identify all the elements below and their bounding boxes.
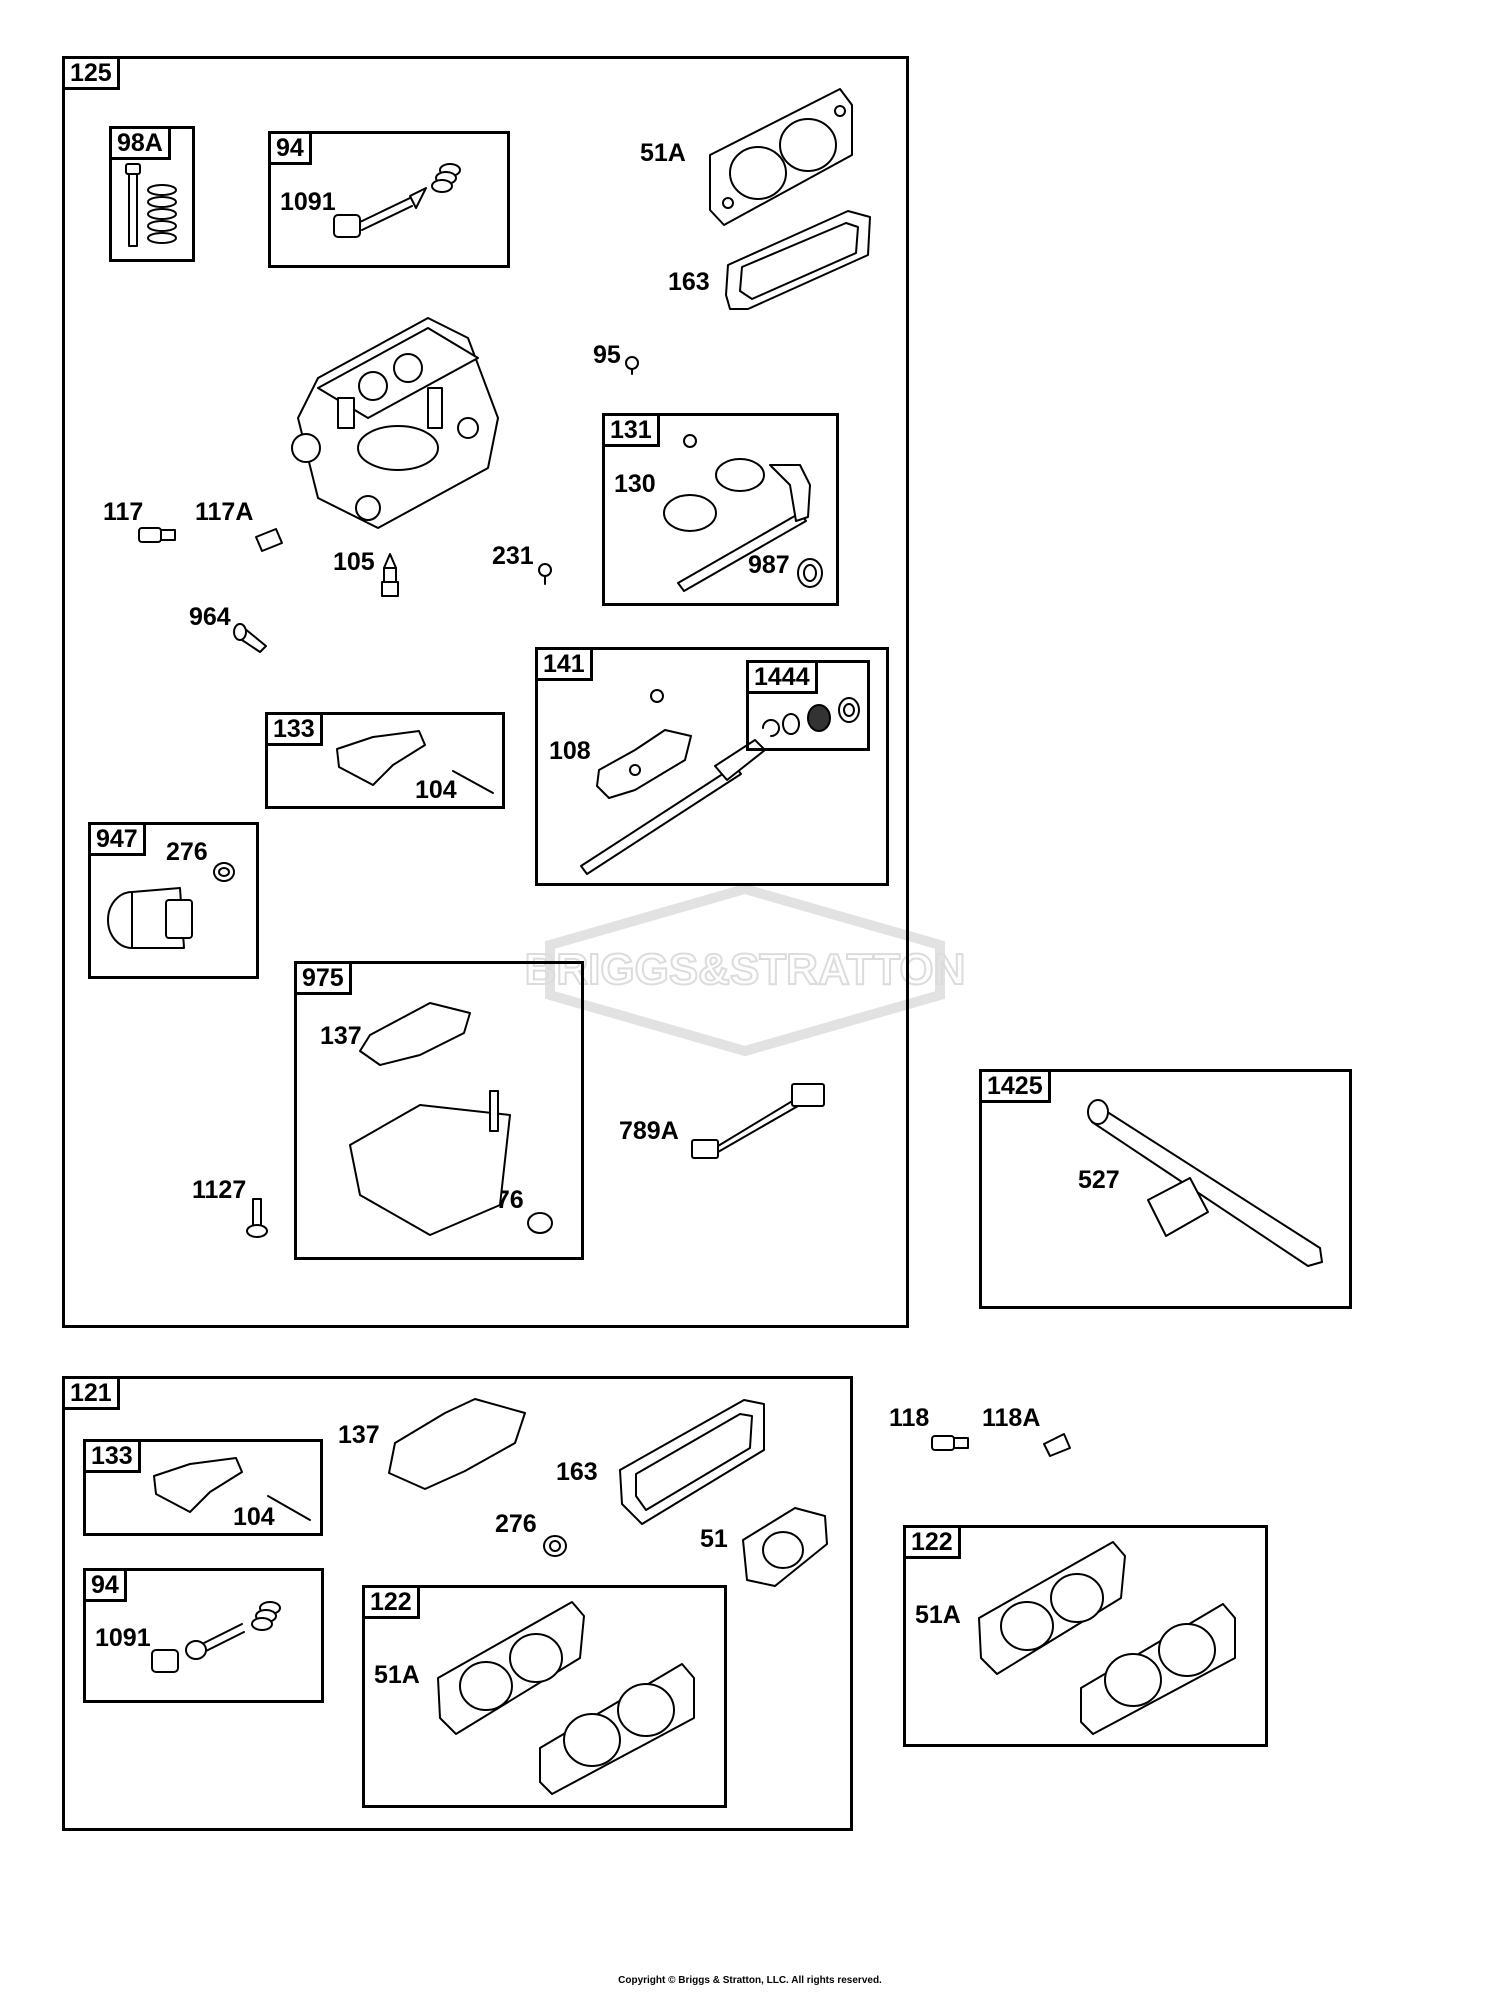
part-label-276[interactable]: 276 xyxy=(495,1510,537,1538)
part-label-1127[interactable]: 1127 xyxy=(192,1176,247,1204)
part-label-95[interactable]: 95 xyxy=(593,341,621,369)
kit-94-tag[interactable]: 94 xyxy=(268,131,312,165)
part-label-1091[interactable]: 1091 xyxy=(95,1624,151,1652)
part-label-118[interactable]: 118 xyxy=(889,1404,930,1432)
kit-121-133-tag[interactable]: 133 xyxy=(83,1439,141,1473)
screw-231-part xyxy=(538,563,552,585)
gasket-51-part xyxy=(742,1507,828,1587)
kit-121-133-box: 133 xyxy=(83,1439,323,1536)
kit-133-box: 133 xyxy=(265,712,505,809)
kit-125-tag[interactable]: 125 xyxy=(62,56,120,90)
kit-122-box: 122 xyxy=(903,1525,1268,1747)
solenoid-part xyxy=(107,862,235,949)
screw-95-part xyxy=(625,356,639,375)
bolt-1127-part xyxy=(246,1198,268,1238)
fitting-118-part xyxy=(931,1435,969,1451)
fitting-117A-part xyxy=(255,528,283,552)
part-label-276[interactable]: 276 xyxy=(166,838,208,866)
kit-121-94-tag[interactable]: 94 xyxy=(83,1568,127,1602)
watermark-brand: BRIGGS&STRATTON xyxy=(525,945,966,994)
kit-131-box: 131 xyxy=(602,413,839,606)
kit-125-box: 125 xyxy=(62,56,909,1328)
throttle-shaft-part xyxy=(663,434,823,592)
fuel-bowl-part xyxy=(349,1002,553,1236)
kit-98A-box: 98A xyxy=(109,126,195,262)
kit-1425-tag[interactable]: 1425 xyxy=(979,1069,1051,1103)
kit-141-box: 141 xyxy=(535,647,889,886)
o-ring-276-part xyxy=(543,1535,567,1557)
part-label-527[interactable]: 527 xyxy=(1078,1166,1120,1194)
part-label-117A[interactable]: 117A xyxy=(195,498,254,526)
part-label-51A[interactable]: 51A xyxy=(915,1601,961,1629)
part-label-987[interactable]: 987 xyxy=(748,551,790,579)
kit-975-tag[interactable]: 975 xyxy=(294,961,352,995)
gasket-163-part xyxy=(619,1399,765,1525)
fitting-117-part xyxy=(138,527,176,543)
part-label-104[interactable]: 104 xyxy=(233,1503,275,1531)
part-label-789A[interactable]: 789A xyxy=(619,1117,679,1145)
kit-1444-box: 1444 xyxy=(746,660,870,751)
wire-harness-part xyxy=(691,1083,825,1159)
idle-screw-part xyxy=(333,163,461,238)
kit-121-122-tag[interactable]: 122 xyxy=(362,1585,420,1619)
kit-121-box: 121 xyxy=(62,1376,853,1831)
part-label-130[interactable]: 130 xyxy=(614,470,656,498)
part-label-137[interactable]: 137 xyxy=(338,1421,380,1449)
gasket-137-part xyxy=(388,1398,526,1490)
part-label-51A[interactable]: 51A xyxy=(374,1661,420,1689)
part-label-163[interactable]: 163 xyxy=(556,1458,598,1486)
plug-964-part xyxy=(233,623,267,653)
spacer-and-gasket-part xyxy=(978,1541,1236,1735)
kit-133-tag[interactable]: 133 xyxy=(265,712,323,746)
part-label-51[interactable]: 51 xyxy=(700,1525,728,1553)
lever-part xyxy=(336,730,494,794)
kit-98A-tag[interactable]: 98A xyxy=(109,126,171,160)
kit-121-122-box: 122 xyxy=(362,1585,727,1808)
kit-947-box: 947 xyxy=(88,822,259,979)
part-label-108[interactable]: 108 xyxy=(549,737,591,765)
kit-975-box: 975 xyxy=(294,961,584,1260)
kit-141-tag[interactable]: 141 xyxy=(535,647,593,681)
choke-shaft-part xyxy=(580,689,766,875)
lever-part xyxy=(153,1457,311,1521)
gasket-163-part xyxy=(725,210,871,310)
part-label-51A[interactable]: 51A xyxy=(640,139,686,167)
screw-and-spring-part xyxy=(125,163,177,247)
jet-105-part xyxy=(381,553,399,597)
part-label-1091[interactable]: 1091 xyxy=(280,188,336,216)
spacer-and-gasket-part xyxy=(437,1601,695,1795)
kit-947-tag[interactable]: 947 xyxy=(88,822,146,856)
gasket-51A-part xyxy=(709,88,853,226)
idle-screw-part xyxy=(151,1601,281,1673)
kit-1444-tag[interactable]: 1444 xyxy=(746,660,818,694)
part-label-105[interactable]: 105 xyxy=(333,548,375,576)
kit-121-94-box: 94 xyxy=(83,1568,324,1703)
part-label-104[interactable]: 104 xyxy=(415,776,457,804)
kit-1425-box: 1425 xyxy=(979,1069,1352,1309)
part-label-118A[interactable]: 118A xyxy=(982,1404,1041,1432)
part-label-964[interactable]: 964 xyxy=(189,603,231,631)
briggs-stratton-watermark: BRIGGS&STRATTON xyxy=(524,883,966,1057)
part-label-137[interactable]: 137 xyxy=(320,1022,362,1050)
part-label-117[interactable]: 117 xyxy=(103,498,144,526)
copyright-notice: Copyright © Briggs & Stratton, LLC. All … xyxy=(618,1975,882,1986)
seal-kit-1444-part xyxy=(762,697,860,737)
kit-131-tag[interactable]: 131 xyxy=(602,413,660,447)
carburetor-body-part xyxy=(291,317,499,529)
fitting-118A-part xyxy=(1043,1433,1071,1457)
kit-121-tag[interactable]: 121 xyxy=(62,1376,120,1410)
part-label-163[interactable]: 163 xyxy=(668,268,710,296)
kit-94-box: 94 xyxy=(268,131,510,268)
kit-122-tag[interactable]: 122 xyxy=(903,1525,961,1559)
fuel-tube-part xyxy=(1087,1099,1323,1267)
part-label-231[interactable]: 231 xyxy=(492,542,534,570)
